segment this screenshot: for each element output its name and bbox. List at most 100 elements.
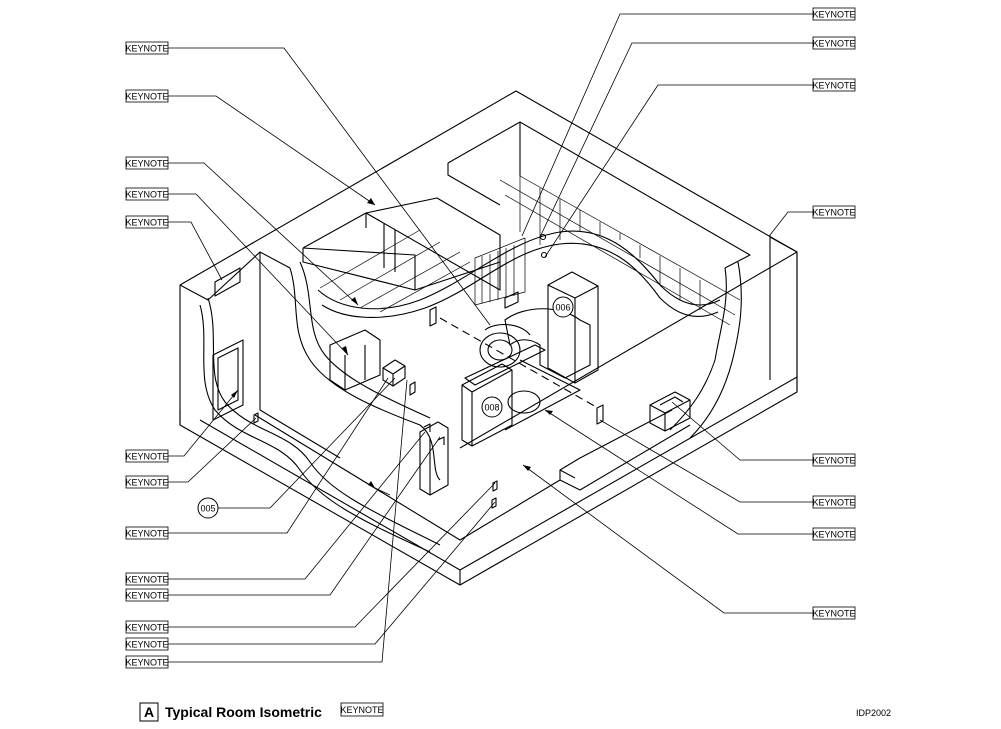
- left-wall-wave-cut: [289, 267, 441, 481]
- table-floor-pad: [504, 359, 581, 431]
- slab-lip: [199, 419, 461, 571]
- left-door: [212, 339, 244, 421]
- keynote-label: KEYNOTE: [125, 588, 169, 602]
- tall-cabinet: [547, 271, 599, 384]
- svg-text:KEYNOTE: KEYNOTE: [125, 529, 168, 539]
- device-back-wall-4: [540, 251, 548, 259]
- left-wall-cut-top: [179, 251, 291, 301]
- keynote-label: KEYNOTE: [812, 495, 856, 509]
- keynote-label: KEYNOTE: [125, 637, 169, 651]
- ceiling-soffit: [302, 197, 501, 291]
- keynote-label: KEYNOTE: [812, 606, 856, 620]
- svg-text:KEYNOTE: KEYNOTE: [125, 92, 168, 102]
- svg-text:KEYNOTE: KEYNOTE: [812, 498, 855, 508]
- room-tag-006-label: 006: [555, 303, 570, 313]
- svg-text:KEYNOTE: KEYNOTE: [812, 456, 855, 466]
- room-tag-008-label: 008: [484, 403, 499, 413]
- room-tag-005: 005: [197, 497, 219, 519]
- view-letter: A: [144, 704, 154, 720]
- right-wall-sink: [649, 391, 691, 432]
- svg-text:KEYNOTE: KEYNOTE: [125, 159, 168, 169]
- device-floor-3: [492, 480, 498, 492]
- title-keynote-label: KEYNOTE: [340, 705, 383, 715]
- keynote-label: KEYNOTE: [125, 41, 169, 55]
- floor-box: [382, 359, 406, 387]
- svg-text:KEYNOTE: KEYNOTE: [812, 10, 855, 20]
- room-tag-008: 008: [481, 396, 503, 418]
- keynote-label: KEYNOTE: [812, 7, 856, 21]
- svg-text:KEYNOTE: KEYNOTE: [812, 530, 855, 540]
- sink-counter: [419, 421, 449, 496]
- device-sink-top: [423, 423, 445, 445]
- keynote-label: KEYNOTE: [125, 187, 169, 201]
- svg-text:KEYNOTE: KEYNOTE: [125, 452, 168, 462]
- floor-inner-step: [559, 469, 576, 479]
- svg-text:KEYNOTE: KEYNOTE: [125, 478, 168, 488]
- keynote-label: KEYNOTE: [812, 205, 856, 219]
- left-wall-window: [214, 267, 241, 297]
- back-wall-inner: [447, 122, 521, 206]
- svg-text:KEYNOTE: KEYNOTE: [125, 44, 168, 54]
- patient-table-top: [464, 344, 546, 386]
- keynote-label: KEYNOTE: [125, 572, 169, 586]
- left-wall-wave-outer: [199, 304, 431, 553]
- keynote-label: KEYNOTE: [125, 620, 169, 634]
- keynote-label: KEYNOTE: [125, 449, 169, 463]
- svg-text:KEYNOTE: KEYNOTE: [125, 623, 168, 633]
- svg-text:KEYNOTE: KEYNOTE: [125, 218, 168, 228]
- keynote-label: KEYNOTE: [812, 527, 856, 541]
- floor-line-right: [559, 424, 691, 491]
- leader-arrows: [231, 198, 553, 488]
- table-base: [507, 390, 541, 414]
- leader-lines: [168, 13, 813, 663]
- keynote-label: KEYNOTE: [125, 89, 169, 103]
- device-floor-1: [409, 381, 416, 396]
- right-wall-corner: [769, 235, 798, 392]
- patient-table: [461, 363, 513, 447]
- svg-text:KEYNOTE: KEYNOTE: [125, 658, 168, 668]
- svg-text:KEYNOTE: KEYNOTE: [125, 591, 168, 601]
- soffit-lines: [383, 223, 396, 272]
- scanner-gantry: [504, 308, 591, 379]
- view-title: Typical Room Isometric: [165, 704, 322, 720]
- keynote-label: KEYNOTE: [812, 78, 856, 92]
- keynote-label: KEYNOTE: [125, 215, 169, 229]
- back-wall-cut: [447, 121, 751, 269]
- svg-text:KEYNOTE: KEYNOTE: [812, 208, 855, 218]
- svg-text:KEYNOTE: KEYNOTE: [812, 39, 855, 49]
- svg-text:KEYNOTE: KEYNOTE: [812, 81, 855, 91]
- keynote-labels-right: KEYNOTE KEYNOTE KEYNOTE KEYNOTE KEYNOTE …: [812, 7, 856, 620]
- keynote-label: KEYNOTE: [125, 655, 169, 669]
- keynote-labels-left: KEYNOTE KEYNOTE KEYNOTE KEYNOTE KEYNOTE …: [125, 41, 169, 669]
- back-wall-tiles: [319, 175, 741, 326]
- center-dashed-line: [439, 317, 599, 409]
- scanner-bore: [479, 332, 521, 368]
- base-cabinets: [329, 329, 381, 391]
- keynote-label: KEYNOTE: [125, 156, 169, 170]
- room-tag-005-label: 005: [200, 504, 215, 514]
- svg-text:KEYNOTE: KEYNOTE: [125, 575, 168, 585]
- left-wall-wave-cut-2: [299, 261, 431, 419]
- right-wall-wave-cut: [669, 267, 727, 431]
- right-wall-top-thickness: [769, 236, 798, 253]
- keynote-label: KEYNOTE: [812, 36, 856, 50]
- room-geometry: [179, 90, 798, 586]
- device-back-wall-2: [504, 291, 519, 309]
- device-back-wall-3: [539, 233, 547, 241]
- back-wall-panel: [474, 237, 526, 306]
- left-wall-edge: [259, 252, 341, 459]
- left-wall-wave-outer-2: [207, 297, 441, 546]
- keynote-label: KEYNOTE: [125, 526, 169, 540]
- floor-slab: [179, 252, 798, 586]
- svg-text:KEYNOTE: KEYNOTE: [125, 640, 168, 650]
- scanner-bore-inner: [487, 339, 513, 361]
- svg-text:KEYNOTE: KEYNOTE: [125, 190, 168, 200]
- keynote-label: KEYNOTE: [812, 453, 856, 467]
- back-wall-wave-cut-2: [321, 242, 719, 319]
- device-back-wall-1: [429, 306, 437, 327]
- floor-arrow-leader: [374, 487, 391, 496]
- room-tag-006: 006: [552, 296, 574, 318]
- title-keynote-box: [340, 702, 384, 717]
- scanner-ring: [484, 324, 531, 336]
